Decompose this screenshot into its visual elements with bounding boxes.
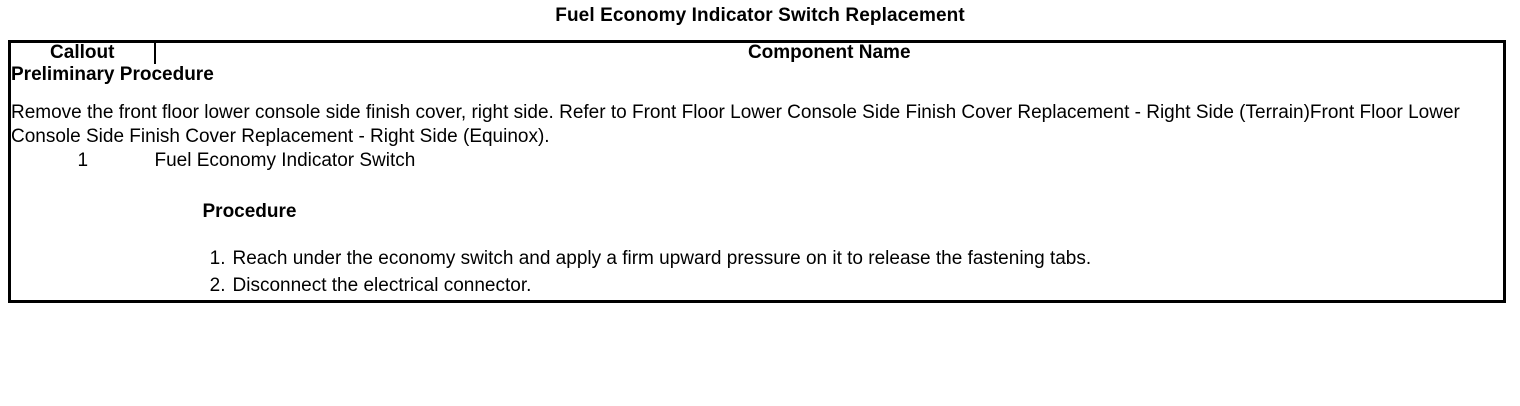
list-item: Disconnect the electrical connector.	[202, 273, 532, 300]
procedure-step-list: Reach under the economy switch and apply…	[155, 246, 1504, 300]
column-header-component-name: Component Name	[747, 42, 911, 63]
table-row-preliminary: Preliminary Procedure Remove the front f…	[10, 64, 1505, 150]
component-name-text: Fuel Economy Indicator Switch	[154, 150, 416, 172]
callout-number: 1	[77, 150, 89, 172]
table-row: 1 Fuel Economy Indicator Switch Procedur…	[10, 150, 1505, 301]
procedure-table-container: Callout Component Name Preliminary Proce…	[8, 40, 1506, 303]
procedure-subheading: Procedure	[202, 200, 297, 222]
preliminary-procedure-text: Remove the front floor lower console sid…	[11, 101, 1460, 148]
list-item: Reach under the economy switch and apply…	[202, 246, 1092, 273]
preliminary-procedure-heading: Preliminary Procedure	[11, 63, 214, 85]
component-detail-cell: Fuel Economy Indicator Switch Procedure …	[155, 150, 1505, 301]
preliminary-procedure-cell: Preliminary Procedure Remove the front f…	[10, 64, 1505, 150]
column-header-callout: Callout	[9, 41, 156, 64]
table-header-row: Callout Component Name	[9, 41, 1505, 64]
page-title: Fuel Economy Indicator Switch Replacemen…	[555, 5, 965, 26]
procedure-table: Callout Component Name Preliminary Proce…	[8, 40, 1506, 303]
